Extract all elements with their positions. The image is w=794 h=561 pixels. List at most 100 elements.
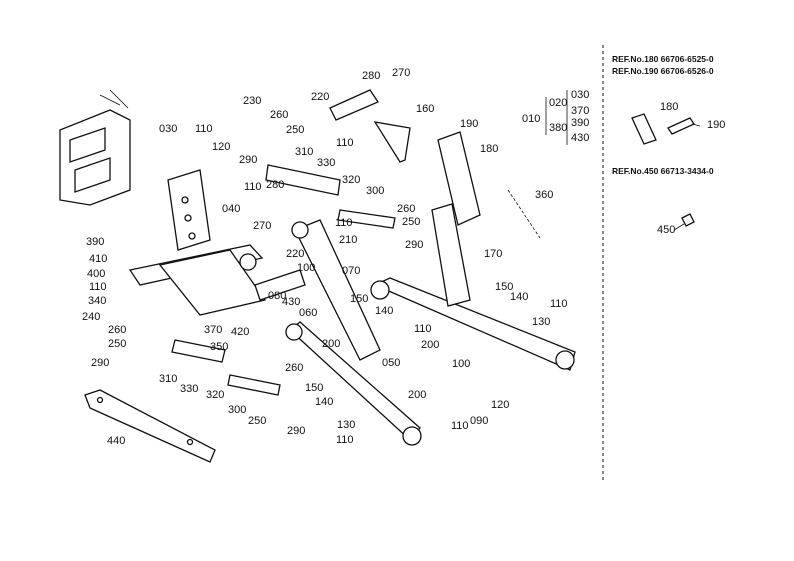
group-item: 020 (549, 97, 567, 109)
inset-label: 180 (660, 101, 678, 113)
callout-label: 270 (253, 220, 271, 232)
callout-label: 280 (362, 70, 380, 82)
callout-label: 110 (451, 420, 469, 432)
reference-line: REF.No.190 66706-6526-0 (612, 66, 714, 76)
callout-label: 150 (495, 281, 513, 293)
callout-label: 070 (342, 265, 360, 277)
tractor-rear-housing (59, 89, 131, 206)
callout-label: 300 (228, 404, 246, 416)
callout-label: 410 (89, 253, 107, 265)
lift-bracket (167, 169, 211, 251)
inset-pin-180 (631, 113, 695, 145)
callout-label: 340 (88, 295, 106, 307)
callout-label: 260 (270, 109, 288, 121)
callout-label: 350 (210, 341, 228, 353)
callout-label: 190 (460, 118, 478, 130)
callout-label: 160 (416, 103, 434, 115)
callout-label: 400 (87, 268, 105, 280)
callout-label: 260 (285, 362, 303, 374)
inset-label: 190 (707, 119, 725, 131)
callout-label: 170 (484, 248, 502, 260)
lower-link-right (370, 277, 576, 371)
group-item: 380 (549, 122, 567, 134)
callout-label: 240 (82, 311, 100, 323)
reference-line: REF.No.180 66706-6525-0 (612, 54, 714, 64)
top-link-assembly (265, 89, 411, 229)
callout-label: 050 (382, 357, 400, 369)
callout-label: 100 (297, 262, 315, 274)
callout-label: 220 (286, 248, 304, 260)
group-item: 030 (571, 89, 589, 101)
callout-label: 230 (243, 95, 261, 107)
reference-line: REF.No.450 66713-3434-0 (612, 166, 714, 176)
callout-label: 430 (282, 296, 300, 308)
callout-label: 120 (212, 141, 230, 153)
lift-arm-right (291, 219, 381, 361)
callout-label: 370 (204, 324, 222, 336)
callout-label: 260 (397, 203, 415, 215)
callout-label: 330 (317, 157, 335, 169)
callout-label: 180 (480, 143, 498, 155)
callout-label: 200 (408, 389, 426, 401)
group-prefix: 010 (522, 113, 540, 125)
inset-clip-450 (681, 213, 695, 227)
callout-label: 440 (107, 435, 125, 447)
callout-label: 110 (414, 323, 432, 335)
callout-label: 290 (405, 239, 423, 251)
group-item: 370 (571, 105, 589, 117)
callout-label: 100 (452, 358, 470, 370)
callout-label: 110 (335, 217, 353, 229)
callout-label: 310 (159, 373, 177, 385)
callout-label: 330 (180, 383, 198, 395)
callout-label: 250 (286, 124, 304, 136)
inset-label: 450 (657, 224, 675, 236)
callout-label: 200 (421, 339, 439, 351)
drawbar-440 (84, 389, 216, 463)
callout-label: 420 (231, 326, 249, 338)
callout-label: 130 (532, 316, 550, 328)
callout-label: 310 (295, 146, 313, 158)
group-item: 430 (571, 132, 589, 144)
callout-label: 040 (222, 203, 240, 215)
callout-label: 300 (366, 185, 384, 197)
callout-label: 150 (350, 293, 368, 305)
callout-label: 110 (244, 181, 262, 193)
callout-label: 140 (315, 396, 333, 408)
callout-label: 110 (336, 137, 354, 149)
turnbuckle-assembly-left (171, 269, 306, 396)
callout-label: 090 (470, 415, 488, 427)
callout-label: 060 (299, 307, 317, 319)
callout-label: 110 (89, 281, 107, 293)
callout-label: 290 (287, 425, 305, 437)
callout-label: 110 (550, 298, 568, 310)
callout-label: 290 (91, 357, 109, 369)
callout-label: 270 (392, 67, 410, 79)
lower-link-left (285, 321, 422, 446)
reference-list: REF.No.180 66706-6525-0 REF.No.190 66706… (612, 54, 714, 176)
callout-label: 080 (268, 290, 286, 302)
lift-rod-right (431, 131, 481, 307)
cross-shaft-assembly (128, 244, 267, 316)
callout-label: 220 (311, 91, 329, 103)
group-item: 390 (571, 117, 589, 129)
callout-label: 290 (239, 154, 257, 166)
callout-label: 250 (248, 415, 266, 427)
callout-label: 250 (108, 338, 126, 350)
callout-label: 110 (195, 123, 213, 135)
callout-label: 130 (337, 419, 355, 431)
callout-label: 120 (491, 399, 509, 411)
callout-label: 390 (86, 236, 104, 248)
callout-label: 250 (402, 216, 420, 228)
callout-label: 210 (339, 234, 357, 246)
callout-label: 320 (342, 174, 360, 186)
callout-label: 260 (108, 324, 126, 336)
callout-label: 140 (375, 305, 393, 317)
callout-label: 030 (159, 123, 177, 135)
callout-label: 110 (336, 434, 354, 446)
callout-label: 200 (322, 338, 340, 350)
callout-label: 360 (535, 189, 553, 201)
callout-label: 280 (266, 179, 284, 191)
part-group-bracket: 010 020 380 030 370 390 430 (522, 89, 589, 145)
